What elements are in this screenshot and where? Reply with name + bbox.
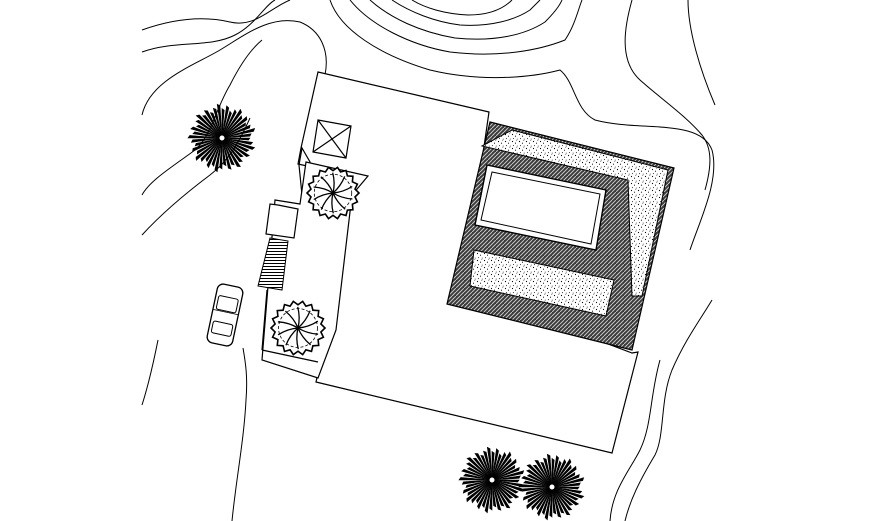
contour-lines bbox=[141, 0, 716, 521]
skylight bbox=[312, 119, 352, 159]
stair bbox=[257, 237, 289, 291]
car-icon bbox=[206, 283, 244, 347]
tree-icon bbox=[458, 446, 525, 514]
trees bbox=[187, 103, 585, 521]
pool bbox=[474, 164, 607, 251]
tree-icon bbox=[305, 166, 361, 220]
tree-icon bbox=[187, 103, 256, 173]
tree-icon bbox=[518, 453, 585, 521]
tree-icon bbox=[269, 300, 327, 356]
pool-deck bbox=[446, 121, 675, 351]
